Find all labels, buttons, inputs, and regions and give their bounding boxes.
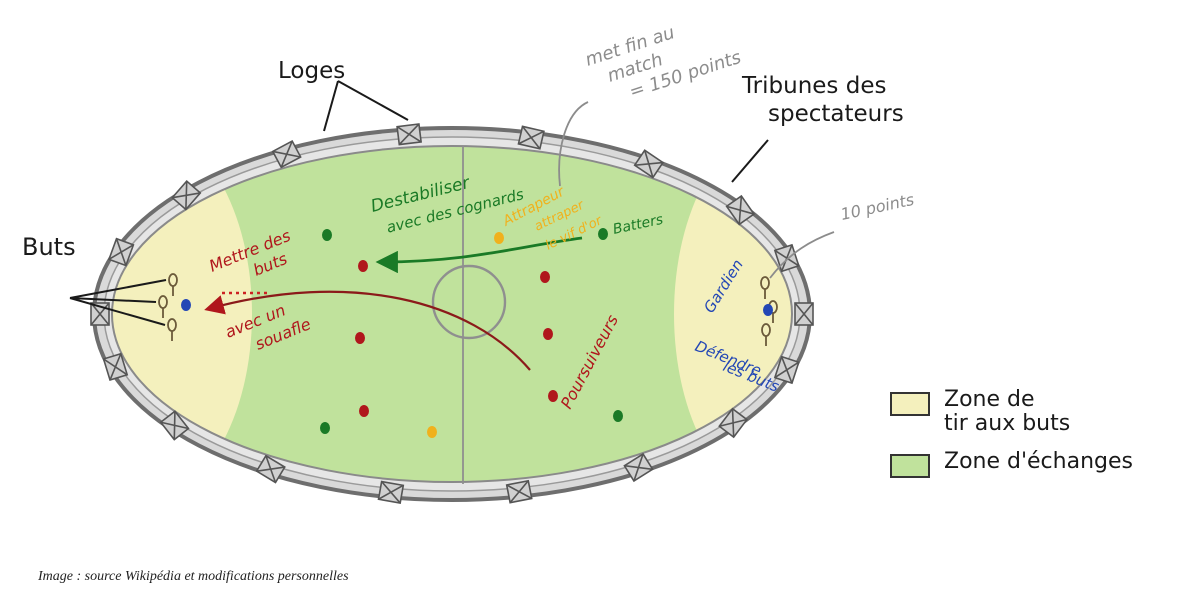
- note-pointer-lines: [558, 101, 835, 279]
- goal-hoop: [158, 295, 168, 318]
- green-beater-dot: [322, 229, 332, 241]
- snitch-note-pointer: [558, 101, 589, 187]
- goal-hoop: [761, 323, 771, 346]
- loge-box: [517, 125, 545, 150]
- loge-box: [159, 410, 190, 441]
- loge-box: [633, 149, 665, 179]
- tribunes-pointer: [731, 139, 769, 183]
- red-chaser-dot: [358, 260, 368, 272]
- buts-pointer-3: [69, 297, 166, 326]
- loge-box: [102, 352, 129, 382]
- left-goal-hoops: [158, 273, 178, 341]
- loge-box: [255, 454, 286, 484]
- shooting-zone-swatch: [890, 392, 930, 416]
- pitch-outline: [111, 145, 793, 483]
- loge-box: [725, 194, 756, 226]
- loge-box: [623, 452, 654, 483]
- red-chaser-dot: [359, 405, 369, 417]
- loge-box: [396, 123, 423, 146]
- legend-item-exchange-zone: Zone d'échanges: [890, 450, 1133, 478]
- goal-hoop: [167, 318, 177, 341]
- left-shooting-zone: [112, 146, 252, 482]
- red-chaser-dot: [548, 390, 558, 402]
- yellow-seeker-dot: [427, 426, 437, 438]
- buts-label: Buts: [22, 233, 76, 261]
- legend-item-shooting-zone: Zone de tir aux buts: [890, 388, 1133, 436]
- right-shooting-zone: [674, 146, 792, 482]
- legend: Zone de tir aux buts Zone d'échanges: [890, 388, 1133, 492]
- loge-box: [773, 355, 800, 385]
- loges-label: Loges: [278, 58, 345, 84]
- quaffle-arrow: [204, 290, 531, 371]
- buts-pointer-1: [69, 279, 167, 299]
- goal-hoop: [168, 273, 178, 296]
- image-caption: Image : source Wikipédia et modification…: [38, 569, 349, 584]
- pointer-lines: [69, 80, 769, 326]
- loge-box: [377, 480, 405, 505]
- goal-points-pointer: [769, 231, 835, 279]
- loge-box: [271, 140, 302, 169]
- green-beater-dot: [598, 228, 608, 240]
- snitch-points-note: met fin au match = 150 points: [583, 22, 744, 103]
- shooting-zone-label: Zone de tir aux buts: [944, 388, 1070, 436]
- loges-boxes: [90, 123, 814, 505]
- players: [181, 228, 773, 438]
- tribunes-label-line2: spectateurs: [768, 101, 904, 127]
- centre-circle: [431, 264, 507, 340]
- loge-box: [171, 179, 202, 211]
- bludger-arrow: [375, 236, 583, 274]
- exchange-zone-label: Zone d'échanges: [944, 449, 1133, 474]
- goal-hoop: [760, 276, 770, 299]
- blue-keeper-dot: [181, 299, 191, 311]
- buts-pointer-2: [69, 297, 157, 303]
- red-chaser-dot: [543, 328, 553, 340]
- shooting-zone-label-line2: tir aux buts: [944, 411, 1071, 436]
- red-chaser-dot: [355, 332, 365, 344]
- loge-box: [107, 237, 135, 267]
- loges-pointer-left: [323, 80, 339, 132]
- yellow-seeker-dot: [494, 232, 504, 244]
- loges-pointer-right: [337, 80, 409, 121]
- tribunes-label-line1: Tribunes des: [741, 73, 886, 99]
- loge-box: [505, 479, 533, 504]
- loge-box: [794, 302, 814, 326]
- green-beater-dot: [613, 410, 623, 422]
- exchange-zone-swatch: [890, 454, 930, 478]
- red-chaser-dot: [540, 271, 550, 283]
- green-beater-dot: [320, 422, 330, 434]
- goal-points-note: 10 points: [839, 190, 916, 224]
- blue-keeper-dot: [763, 304, 773, 316]
- loge-box: [718, 407, 749, 439]
- shooting-zone-label-line1: Zone de: [944, 387, 1035, 412]
